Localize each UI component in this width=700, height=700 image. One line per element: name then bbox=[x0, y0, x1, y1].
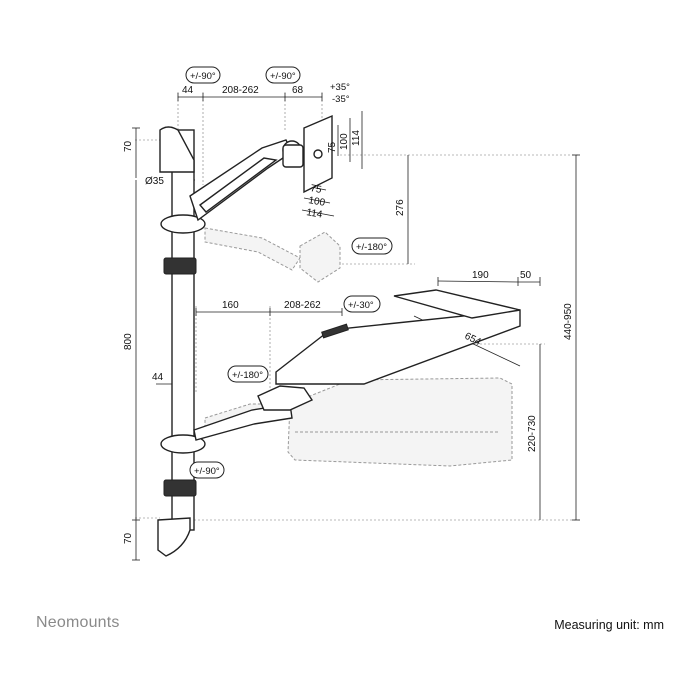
dim-upper-reach: 208-262 bbox=[222, 85, 259, 96]
dim-lower-offset: 44 bbox=[152, 372, 164, 383]
rot-keyboard-pole-rotate: +/-90° bbox=[194, 466, 220, 477]
rot-upper-arm-right: +/-90° bbox=[270, 71, 296, 82]
dim-total-height: 440-950 bbox=[563, 303, 574, 340]
dim-monitor-height-range: 276 bbox=[395, 199, 406, 216]
dim-lower-reach-a: 160 bbox=[222, 300, 239, 311]
dim-bottom-cap: 70 bbox=[123, 532, 134, 544]
rot-monitor-rotate: +/-180° bbox=[356, 242, 387, 253]
dim-keyboard-depth-extra: 50 bbox=[520, 270, 532, 281]
dim-pole-length: 800 bbox=[123, 333, 134, 350]
rot-keyboard-arm-rotate: +/-180° bbox=[232, 370, 263, 381]
upper-clamp bbox=[163, 257, 197, 275]
lower-collar bbox=[160, 434, 206, 454]
dimension-texts: 44 208-262 68 75 100 114 75 100 114 Ø35 … bbox=[123, 85, 574, 544]
dim-keyboard-width: 190 bbox=[472, 270, 489, 281]
brand-logo-text: Neomounts bbox=[36, 614, 120, 631]
dim-vesa-h-100: 100 bbox=[339, 133, 350, 150]
monitor-arm bbox=[189, 114, 333, 222]
lower-clamp bbox=[163, 479, 197, 497]
pole-assembly bbox=[157, 126, 206, 557]
dim-top-cap: 70 bbox=[123, 140, 134, 152]
dim-vesa-w-114: 114 bbox=[305, 207, 323, 221]
bottom-cap bbox=[157, 517, 191, 557]
mouse-pad bbox=[393, 289, 521, 319]
rotation-callouts: +/-90° +/-90° +35° -35° +/-180° +/-30° +… bbox=[185, 66, 393, 479]
dim-upper-head: 68 bbox=[292, 85, 304, 96]
dim-vesa-h-114: 114 bbox=[351, 130, 362, 146]
rot-monitor-tilt-down: -35° bbox=[332, 94, 350, 105]
dim-upper-offset: 44 bbox=[182, 85, 194, 96]
top-cap bbox=[159, 126, 195, 173]
keyboard-arm bbox=[193, 289, 521, 441]
dim-pole-diameter: Ø35 bbox=[145, 176, 164, 187]
upper-collar bbox=[160, 214, 206, 234]
dim-vesa-w-100: 100 bbox=[307, 195, 326, 209]
keyboard-tray bbox=[275, 309, 521, 385]
dim-keyboard-height: 220-730 bbox=[527, 415, 538, 452]
rot-keyboard-tilt: +/-30° bbox=[348, 300, 374, 311]
rot-monitor-tilt-up: +35° bbox=[330, 82, 350, 93]
dim-vesa-h-75: 75 bbox=[327, 141, 338, 153]
rot-upper-arm-left: +/-90° bbox=[190, 71, 216, 82]
dim-lower-reach-b: 208-262 bbox=[284, 300, 321, 311]
dim-vesa-w-75: 75 bbox=[309, 183, 322, 196]
measuring-unit-note: Measuring unit: mm bbox=[554, 618, 664, 632]
